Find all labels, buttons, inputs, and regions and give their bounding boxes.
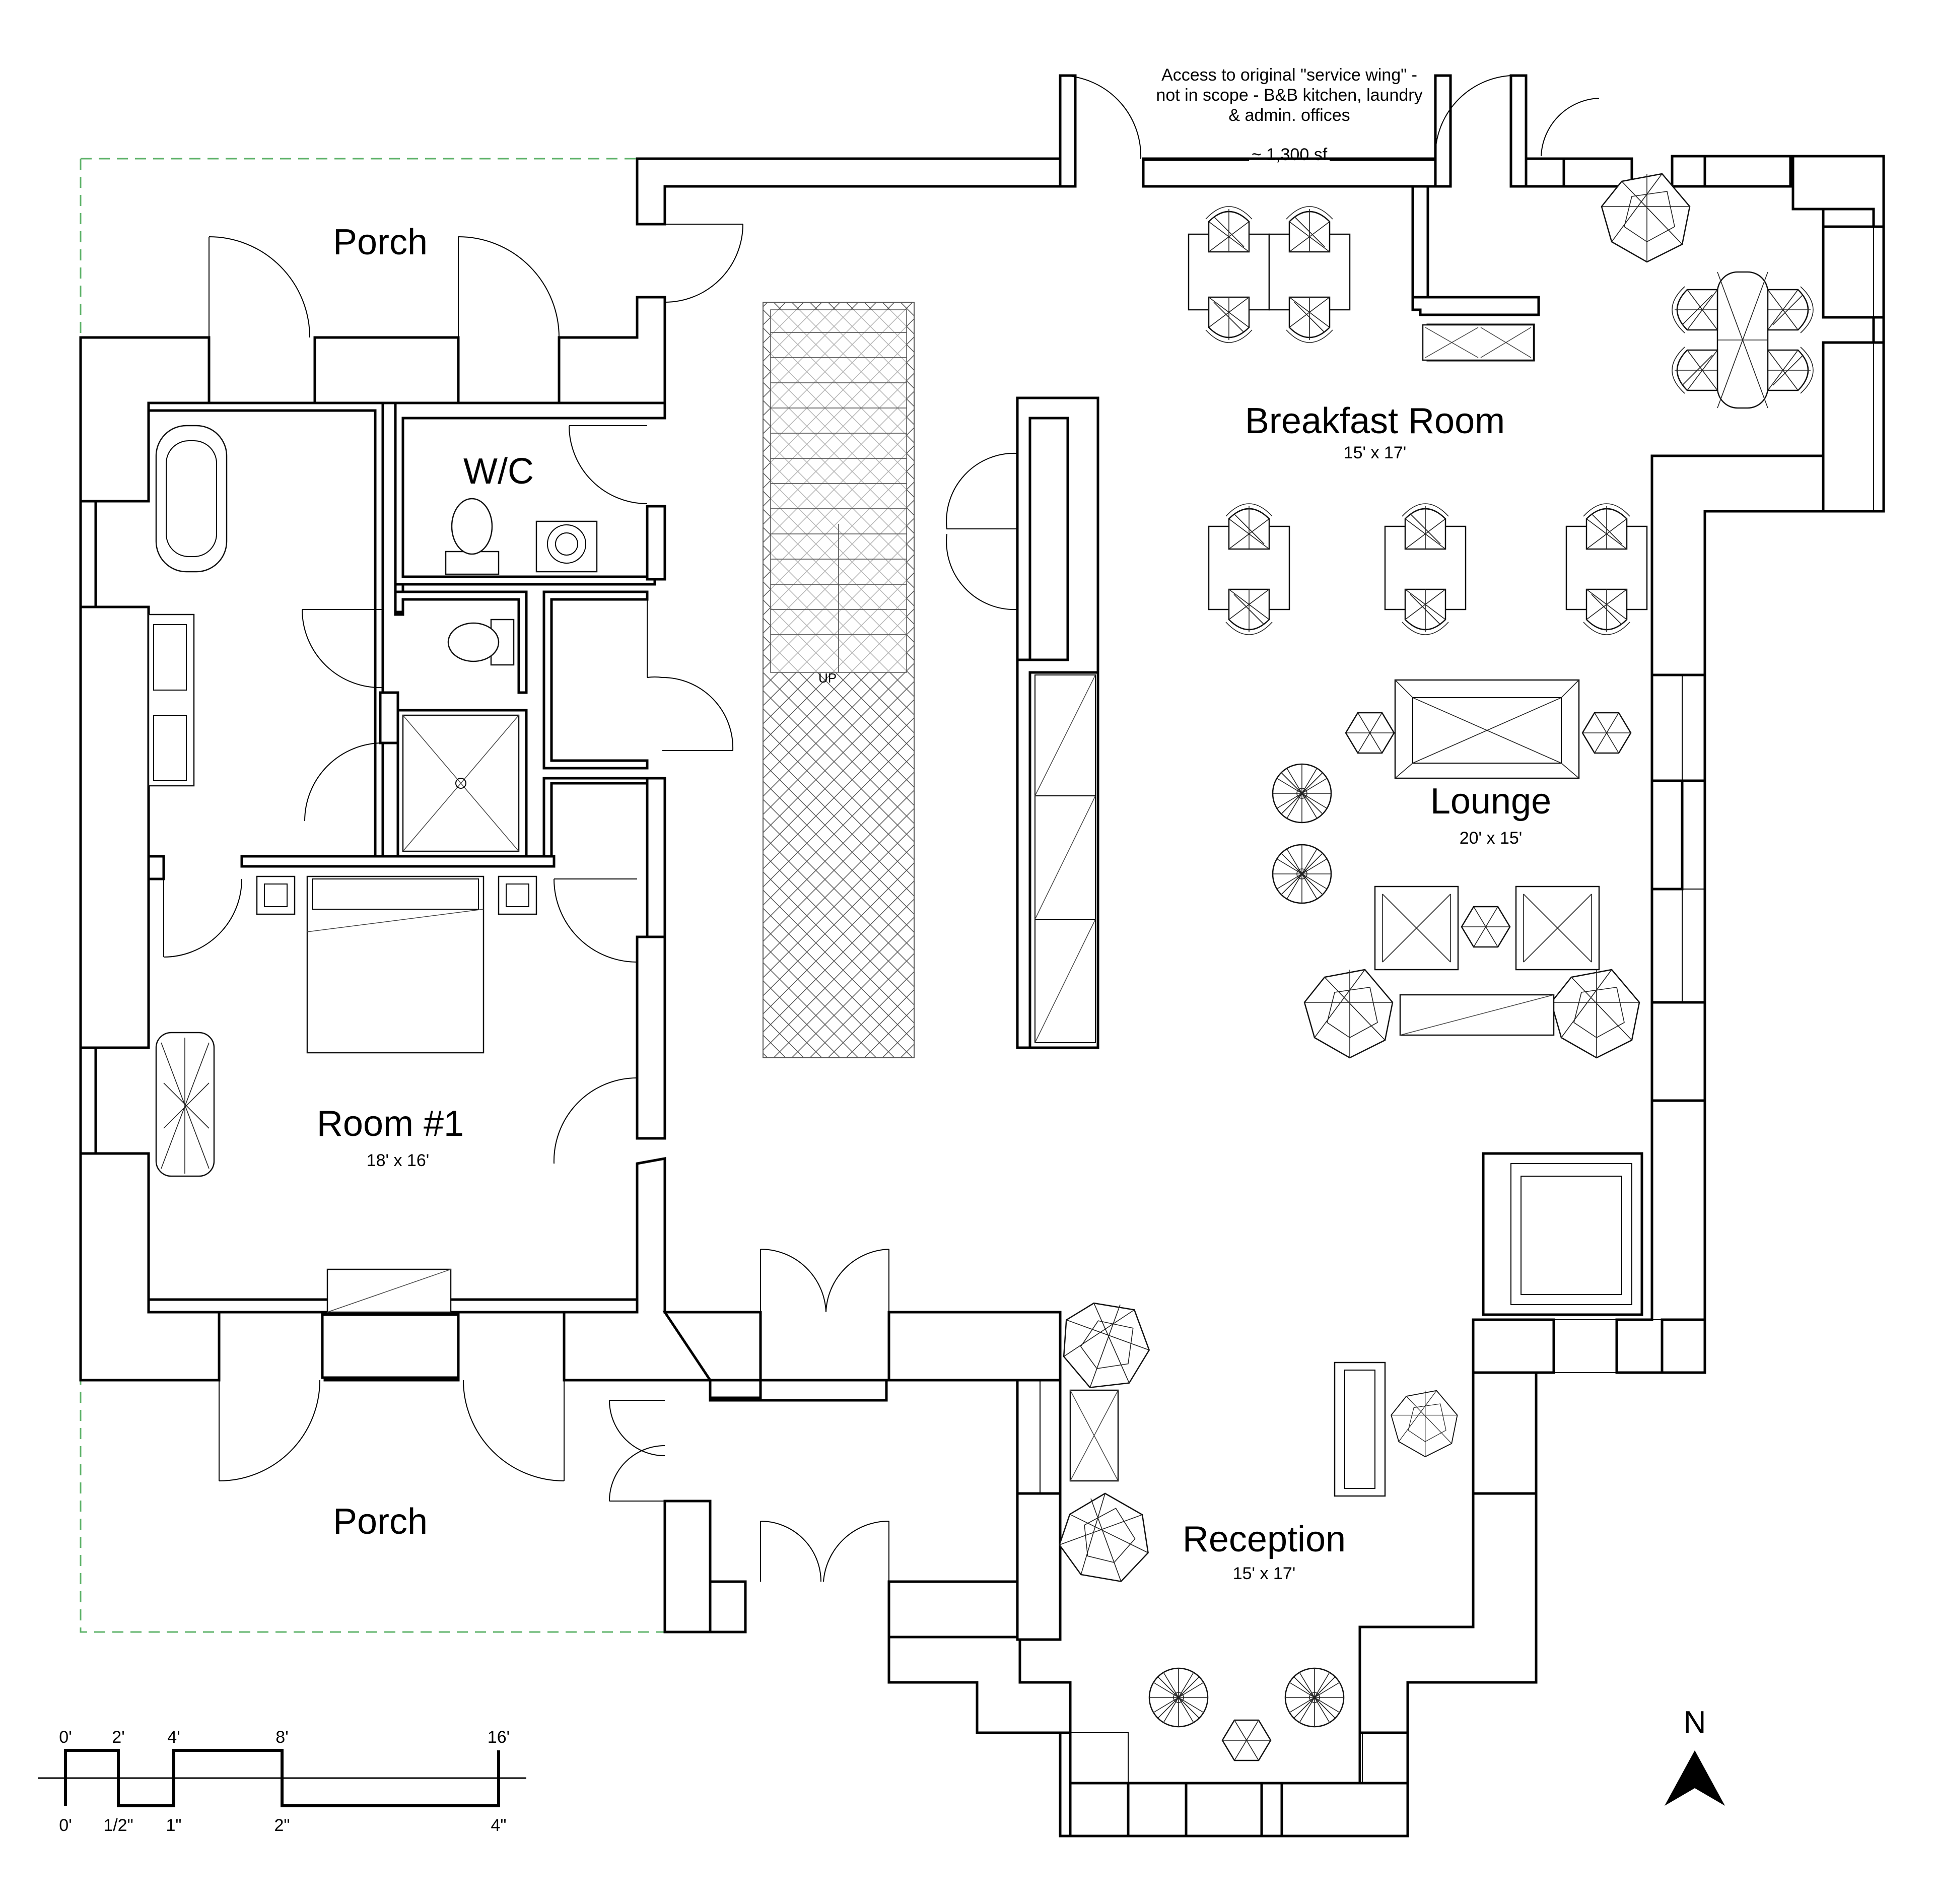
double-vanity: [148, 614, 195, 787]
scale-ft-2: 2': [112, 1728, 124, 1747]
label-porch-north: Porch: [333, 222, 428, 262]
north-label: N: [1684, 1705, 1706, 1740]
note-service-wing-2: not in scope - B&B kitchen, laundry: [1156, 86, 1422, 105]
scale-in-half: 1/2": [103, 1816, 133, 1835]
label-reception: Reception: [1183, 1519, 1346, 1559]
scale-ft-8: 8': [275, 1728, 288, 1747]
toilet-wc: [445, 498, 500, 575]
note-service-wing-3: & admin. offices: [1228, 106, 1350, 125]
stair: [763, 302, 915, 1058]
north-arrow-icon: [1665, 1750, 1725, 1806]
scale-in-1: 1": [166, 1816, 182, 1835]
label-porch-south: Porch: [333, 1502, 428, 1542]
scale-bar: 0' 2' 4' 8' 16' 0' 1/2" 1" 2" 4": [38, 1728, 526, 1835]
label-lounge: Lounge: [1430, 781, 1551, 822]
porch-bench: [321, 1313, 460, 1379]
scale-ft-4: 4': [167, 1728, 180, 1747]
scale-ft-0: 0': [59, 1728, 72, 1747]
scale-ft-16: 16': [488, 1728, 510, 1747]
windows: [80, 156, 1884, 1784]
scale-in-0: 0': [59, 1816, 72, 1835]
label-breakfast-room: Breakfast Room: [1245, 401, 1505, 441]
label-reception-dim: 15' x 17': [1233, 1564, 1296, 1583]
lounge-furniture: [1272, 679, 1640, 1059]
doors: [163, 75, 1600, 1582]
label-room1-dim: 18' x 16': [367, 1151, 430, 1170]
sofa-room1: [155, 1032, 215, 1177]
note-service-wing-1: Access to original "service wing" -: [1161, 65, 1417, 85]
note-service-wing-area: ~ 1,300 sf: [1252, 145, 1328, 164]
bathtub: [155, 425, 228, 573]
bed: [256, 875, 537, 1054]
shower: [402, 714, 520, 852]
desk-room1: [326, 1268, 452, 1313]
label-wc: W/C: [463, 451, 534, 492]
east-wing-walls: [563, 155, 1885, 1838]
stove: [535, 520, 598, 573]
stair-up-label: UP: [818, 670, 837, 686]
label-room1: Room #1: [317, 1104, 464, 1144]
label-lounge-dim: 20' x 15': [1460, 829, 1523, 848]
label-breakfast-dim: 15' x 17': [1344, 443, 1407, 462]
scale-in-4: 4": [491, 1816, 507, 1835]
reception-furniture: [1047, 1288, 1458, 1761]
scale-in-2: 2": [274, 1816, 290, 1835]
breakfast-tables: [1188, 173, 1814, 636]
toilet-bath: [447, 619, 515, 666]
central-walls: [636, 74, 1633, 1049]
